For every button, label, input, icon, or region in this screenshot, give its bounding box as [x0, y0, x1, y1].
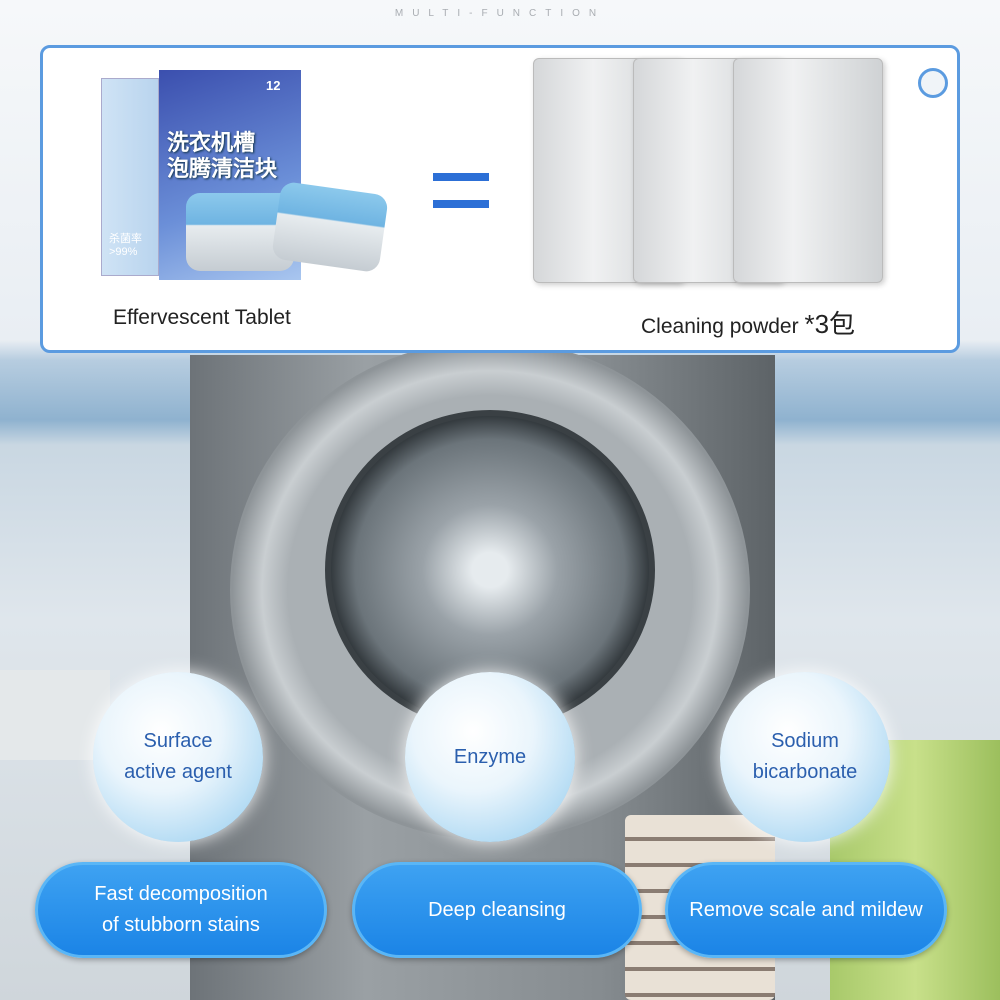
benefit-pill: Fast decomposition of stubborn stains: [35, 862, 327, 958]
benefit-line: Deep cleansing: [428, 898, 566, 921]
ingredient-line: Sodium: [771, 730, 839, 752]
benefit-pill: Deep cleansing: [352, 862, 642, 958]
tagline: MULTI-FUNCTION: [394, 8, 606, 19]
equals-sign: [433, 200, 489, 208]
ingredient-line: bicarbonate: [752, 761, 858, 783]
ingredient-bubble: Enzyme: [405, 672, 575, 842]
benefit-line: Fast decomposition: [94, 883, 268, 905]
benefit-pill: Remove scale and mildew: [665, 862, 947, 958]
ingredient-bubble: Sodium bicarbonate: [720, 672, 890, 842]
powder-label-text: Cleaning powder: [641, 315, 799, 338]
box-title-line2: 泡腾清洁块: [167, 156, 278, 181]
benefit-line: of stubborn stains: [102, 914, 260, 936]
box-rate-value: >99%: [109, 246, 138, 258]
white-block: [0, 670, 110, 760]
tablet-label: Effervescent Tablet: [113, 306, 291, 329]
box-title-line1: 洗衣机槽: [167, 130, 256, 155]
box-count: 12: [266, 78, 281, 93]
ingredient-line: Surface: [143, 730, 213, 752]
powder-packet: [733, 58, 883, 283]
comparison-card: 洗衣机槽泡腾清洁块 12 杀菌率>99% Effervescent Tablet…: [40, 45, 960, 353]
powder-label: Cleaning powder *3包: [641, 304, 855, 341]
ingredient-bubble: Surface active agent: [93, 672, 263, 842]
ingredient-line: active agent: [124, 761, 232, 783]
equals-sign: [433, 173, 489, 181]
tablet: [271, 180, 389, 274]
ingredient-line: Enzyme: [453, 745, 527, 768]
tablet-box: 洗衣机槽泡腾清洁块 12 杀菌率>99%: [101, 68, 389, 280]
box-rate-label: 杀菌率: [109, 233, 142, 245]
radio-circle[interactable]: [918, 68, 948, 98]
powder-qty: *3包: [804, 309, 856, 339]
benefit-line: Remove scale and mildew: [689, 898, 923, 921]
